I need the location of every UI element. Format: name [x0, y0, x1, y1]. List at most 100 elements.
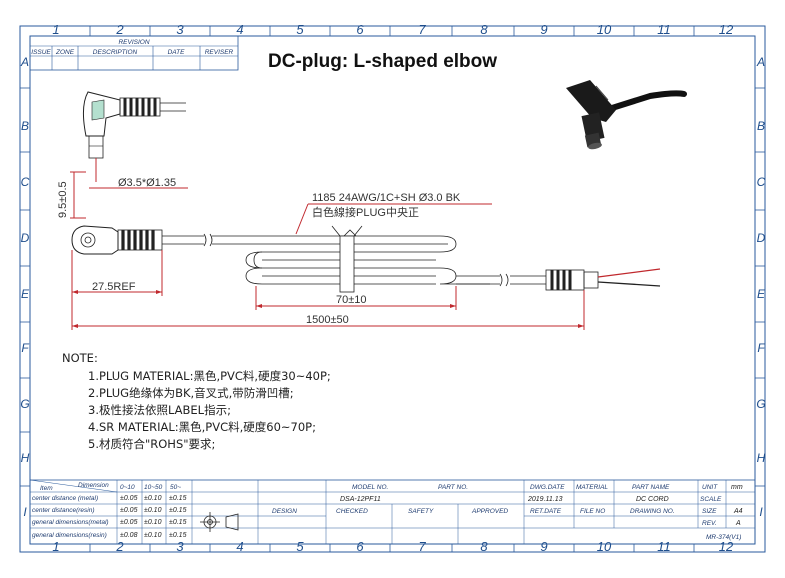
zone-number: 8 [480, 22, 488, 37]
total-length-label: 1500±50 [306, 314, 349, 326]
cable-note-label: 白色線接PLUG中央正 [312, 205, 419, 219]
part-no-label: PART NO. [438, 484, 468, 491]
zone-numbers-top: 1 2 3 4 5 6 7 8 9 10 11 12 [52, 22, 734, 37]
tol-cell: ±0.05 [120, 495, 138, 502]
tol-cell: ±0.10 [144, 532, 162, 539]
plug-size-label: Ø3.5*Ø1.35 [118, 177, 176, 189]
tol-cell: ±0.15 [169, 519, 187, 526]
form-code: MR-374(V1) [706, 534, 741, 541]
zone-number: 5 [296, 22, 304, 37]
material-label: MATERIAL [576, 484, 608, 491]
zone-number: 1 [52, 539, 59, 554]
approved-label: APPROVED [471, 508, 508, 515]
unit-label: UNIT [702, 484, 718, 491]
zone-letter: G [756, 397, 765, 411]
zone-letter: D [757, 231, 766, 245]
zone-number: 7 [418, 539, 426, 554]
plug-photo [566, 80, 687, 150]
tol-cell: ±0.15 [169, 495, 187, 502]
zone-number: 1 [52, 22, 59, 37]
zone-ticks [20, 26, 765, 552]
tol-row-label: general dimensions(metal) [32, 519, 109, 526]
scale-label: SCALE [700, 496, 722, 503]
zone-numbers-bottom: 1 2 3 4 5 6 7 8 9 10 11 12 [52, 539, 734, 554]
zone-letter: I [23, 505, 27, 519]
tol-header-item: Item [40, 485, 53, 492]
zone-letters-right: A B C D E F G H I [756, 55, 766, 519]
tol-cell: ±0.10 [144, 507, 162, 514]
zone-number: 2 [115, 539, 124, 554]
cable-spec-label: 1185 24AWG/1C+SH Ø3.0 BK [312, 192, 461, 204]
drawing-no-label: DRAWING NO. [630, 508, 675, 515]
safety-label: SAFETY [408, 508, 434, 515]
zone-number: 3 [176, 22, 184, 37]
tol-cell: ±0.05 [120, 519, 138, 526]
part-name-label: PART NAME [632, 484, 670, 491]
tol-header-range: 50~ [170, 484, 181, 491]
size-value: A4 [733, 508, 743, 515]
zone-number: 10 [597, 22, 612, 37]
zone-letter: H [757, 451, 766, 465]
coil-length-label: 70±10 [336, 294, 367, 306]
zone-letter: G [20, 397, 29, 411]
zone-number: 12 [719, 22, 734, 37]
zone-letter: I [759, 505, 763, 519]
zone-number: 9 [540, 22, 547, 37]
zone-number: 9 [540, 539, 547, 554]
zone-letter: E [21, 287, 30, 301]
revision-col-reviser: REVISER [205, 49, 234, 56]
note-item: 5.材质符合"ROHS"要求; [88, 437, 215, 451]
revision-col-description: DESCRIPTION [93, 49, 138, 56]
note-item: 4.SR MATERIAL:黑色,PVC料,硬度60~70P; [88, 420, 316, 434]
plug-height-label: 9.5±0.5 [57, 181, 69, 218]
zone-letter: F [757, 341, 765, 355]
zone-number: 4 [236, 539, 243, 554]
zone-number: 12 [719, 539, 734, 554]
zone-number: 8 [480, 539, 488, 554]
revision-col-date: DATE [168, 49, 186, 56]
revision-block: REVISION ISSUE ZONE DESCRIPTION DATE REV… [29, 35, 239, 71]
zone-letter: E [757, 287, 766, 301]
zone-number: 6 [356, 539, 364, 554]
file-no-label: FILE NO [580, 508, 605, 515]
tol-row-label: general dimensions(resin) [32, 532, 107, 539]
projection-symbol-icon [200, 512, 239, 532]
zone-letter: B [757, 119, 765, 133]
zone-letter: F [21, 341, 29, 355]
notes-heading: NOTE: [62, 351, 98, 365]
revision-header: REVISION [118, 39, 149, 46]
tol-header-range: 0~10 [120, 484, 135, 491]
zone-number: 7 [418, 22, 426, 37]
zone-number: 6 [356, 22, 364, 37]
tol-cell: ±0.10 [144, 495, 162, 502]
model-no-label: MODEL NO. [352, 484, 389, 491]
outer-frame [19, 25, 766, 553]
note-item: 3.极性接法依照LABEL指示; [88, 403, 231, 417]
zone-letter: C [21, 175, 30, 189]
tol-cell: ±0.10 [144, 519, 162, 526]
zone-letter: H [21, 451, 30, 465]
zone-letter: C [757, 175, 766, 189]
zone-letter: A [756, 55, 765, 69]
zone-number: 4 [236, 22, 243, 37]
tol-row-label: center distance(resin) [32, 507, 95, 514]
revision-col-issue: ISSUE [31, 49, 51, 56]
revision-col-zone: ZONE [55, 49, 75, 56]
design-label: DESIGN [272, 508, 297, 515]
zone-number: 11 [657, 539, 671, 554]
zone-letter: D [21, 231, 30, 245]
tol-row-label: center distance (metal) [32, 495, 98, 502]
checked-label: CHECKED [336, 508, 368, 515]
cable-assembly [71, 225, 661, 293]
tol-cell: ±0.15 [169, 532, 187, 539]
note-item: 1.PLUG MATERIAL:黑色,PVC料,硬度30~40P; [88, 369, 331, 383]
cable-spec-leader [295, 203, 309, 235]
model-no-value: DSA-12PF11 [340, 496, 381, 503]
zone-number: 11 [657, 22, 671, 37]
zone-letter: B [21, 119, 29, 133]
rev-value: A [735, 520, 741, 527]
ret-date-label: RET.DATE [530, 508, 562, 515]
tol-header-dimension: Dimension [78, 482, 109, 489]
page-title: DC-plug: L-shaped elbow [268, 51, 497, 72]
zone-number: 2 [115, 22, 124, 37]
